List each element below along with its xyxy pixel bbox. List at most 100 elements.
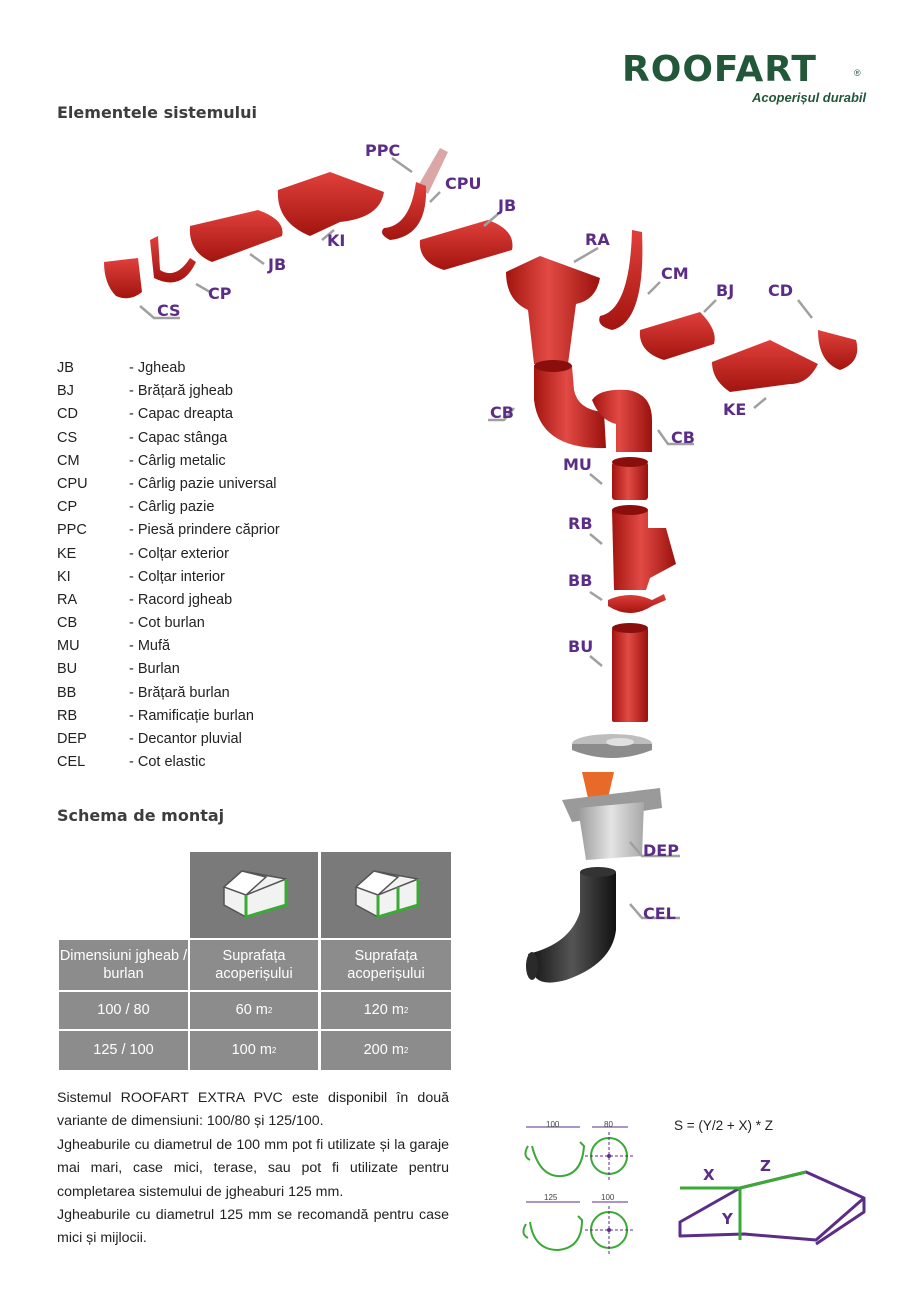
legend-code: CB: [57, 615, 78, 632]
pipe-diameter-100: 100: [601, 1193, 615, 1202]
mu-part: [612, 462, 648, 500]
legend-description: - Jgheab: [129, 360, 186, 376]
legend-description: - Racord jgheab: [129, 591, 233, 608]
label-cb-right: CB: [671, 428, 695, 447]
label-ppc: PPC: [365, 141, 401, 160]
legend-row: CP - Cârlig pazie: [57, 499, 377, 522]
label-bb: BB: [568, 571, 593, 590]
table-header-surface-1: Suprafața acoperișului: [190, 940, 318, 990]
legend-row: CPU- Cârlig pazie universal: [57, 476, 377, 499]
cd-part: [818, 330, 858, 370]
pipe-diameter-80: 80: [604, 1120, 613, 1129]
legend-description: - Decantor pluvial: [129, 731, 242, 747]
dep-part: [562, 734, 662, 860]
brand-registered-mark: ®: [854, 68, 861, 78]
legend-code: RB: [57, 707, 78, 724]
legend-code: MU: [57, 638, 80, 655]
legend-code: KI: [57, 568, 71, 585]
label-rb: RB: [568, 514, 593, 533]
legend-row: CM- Cârlig metalic: [57, 453, 377, 476]
legend-description: - Brățară jgheab: [129, 383, 233, 400]
legend-row: BJ- Brățară jgheab: [57, 383, 377, 406]
legend-code: DEP: [57, 731, 87, 747]
legend-description: - Capac dreapta: [129, 406, 233, 423]
legend-description: - Cot elastic: [129, 754, 206, 771]
roof-label-x: X: [703, 1166, 715, 1184]
gutter-dimension-drawings: [522, 1126, 633, 1254]
bu-part: [612, 628, 648, 722]
description-text: Sistemul ROOFART EXTRA PVC este disponib…: [57, 1087, 449, 1251]
label-ra: RA: [585, 230, 610, 249]
table-cell-dim-1: 100 / 80: [59, 992, 188, 1029]
mounting-title: Schema de montaj: [57, 806, 225, 825]
label-jb-left: JB: [268, 255, 287, 274]
legend-row: PPC - Piesă prindere căprior: [57, 522, 377, 545]
rb-part: [612, 510, 676, 590]
jb-right-part: [419, 220, 513, 270]
legend-code: CP: [57, 499, 78, 516]
legend-row: RB - Ramificație burlan: [57, 708, 377, 731]
description-paragraph-3: Jgheaburile cu diametrul 125 mm se recom…: [57, 1207, 449, 1247]
label-bj: BJ: [716, 281, 735, 300]
ppc-part: [418, 148, 448, 194]
legend-row: CD- Capac dreapta: [57, 406, 377, 429]
bj-part: [639, 312, 715, 360]
legend-row: JB- Jgheab: [57, 360, 377, 383]
label-cb-left: CB: [490, 403, 514, 422]
label-bu: BU: [568, 637, 594, 656]
legend-description: - Cot burlan: [129, 615, 205, 632]
legend-row: CEL - Cot elastic: [57, 754, 377, 777]
legend-description: - Ramificație burlan: [129, 707, 254, 724]
gutter-system-diagram: [104, 148, 858, 983]
cm-part: [599, 230, 643, 330]
label-cel: CEL: [643, 904, 676, 923]
cp-part: [150, 236, 196, 283]
legend-description: - Colțar exterior: [129, 545, 229, 562]
legend-description: - Piesă prindere căprior: [129, 522, 280, 539]
legend-row: BU - Burlan: [57, 661, 377, 684]
legend-code: PPC: [57, 522, 87, 539]
label-cm: CM: [661, 264, 689, 283]
legend-row: RA - Racord jgheab: [57, 592, 377, 615]
brand-logo: ROOFART: [622, 49, 817, 90]
legend-code: CEL: [57, 754, 86, 771]
legend-row: DEP - Decantor pluvial: [57, 731, 377, 754]
label-cp: CP: [208, 284, 232, 303]
roof-area-diagram: [678, 1170, 866, 1246]
area-formula: S = (Y/2 + X) * Z: [674, 1118, 774, 1133]
legend-row: MU - Mufă: [57, 638, 377, 661]
legend-code: BU: [57, 661, 78, 678]
legend-code: KE: [57, 545, 77, 562]
ra-part: [506, 256, 600, 364]
roof-label-z: Z: [760, 1157, 771, 1175]
legend-row: KI- Colțar interior: [57, 569, 377, 592]
roof-label-y: Y: [722, 1210, 733, 1228]
label-dep: DEP: [643, 841, 679, 860]
legend-code: CPU: [57, 475, 88, 492]
elements-title: Elementele sistemului: [57, 103, 258, 122]
house-icon-120: [321, 852, 451, 938]
brand-tagline: Acoperișul durabil: [752, 90, 867, 105]
legend-description: - Mufă: [129, 638, 171, 655]
legend-description: - Cârlig pazie: [129, 499, 215, 516]
label-mu: MU: [563, 455, 592, 474]
legend-code: CS: [57, 429, 78, 446]
legend-code: CM: [57, 452, 80, 469]
cpu-part: [382, 182, 427, 240]
label-cpu: CPU: [445, 174, 482, 193]
ke-part: [712, 340, 818, 392]
label-cd: CD: [768, 281, 794, 300]
legend-row: CS- Capac stânga: [57, 430, 377, 453]
legend-code: RA: [57, 591, 78, 608]
description-paragraph-2: Jgheaburile cu diametrul de 100 mm pot f…: [57, 1136, 449, 1200]
gutter-width-100: 100: [546, 1120, 560, 1129]
gutter-width-125: 125: [544, 1193, 558, 1202]
house-icon-60: [190, 852, 318, 938]
label-jb-right: JB: [498, 196, 517, 215]
legend-description: - Burlan: [129, 661, 180, 678]
cb-left-part: [534, 366, 606, 449]
